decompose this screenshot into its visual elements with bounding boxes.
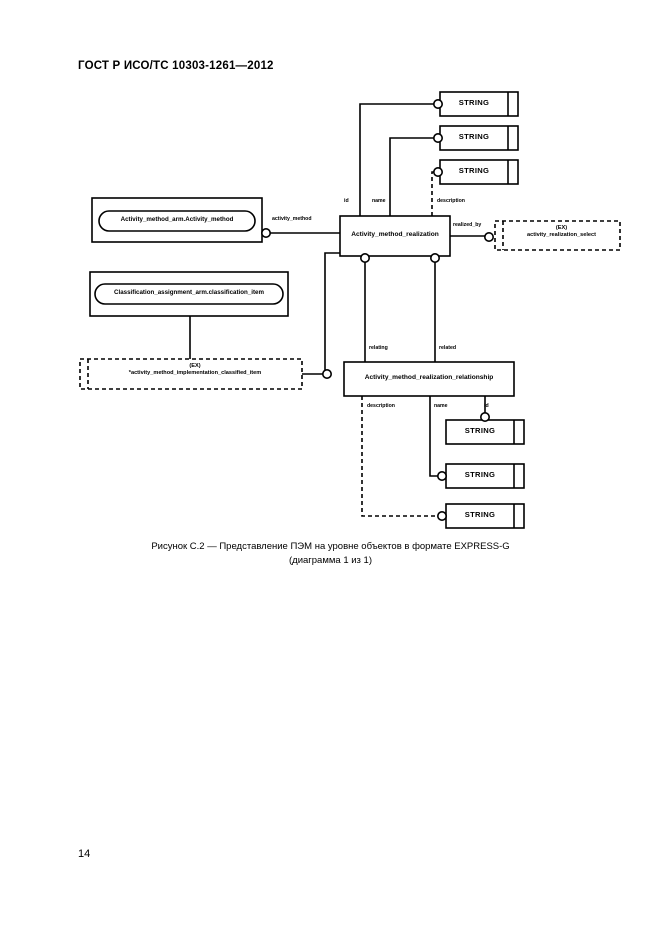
ex-tag-activity-realization-select: (EX) — [555, 225, 568, 231]
node-label-activity-method-implementation-classified-item: (EX) *activity_method_implementation_cla… — [88, 363, 302, 377]
node-label-activity-method-realization: Activity_method_realization — [351, 231, 439, 238]
document-header: ГОСТ Р ИСО/ТС 10303-1261—2012 — [78, 60, 274, 72]
node-label-string-1: STRING — [458, 98, 490, 107]
edge-label-realized-by: realized_by — [453, 222, 482, 228]
edge-id-top — [359, 99, 443, 216]
node-label-string-5: STRING — [464, 470, 496, 479]
node-label-string-2: STRING — [458, 132, 490, 141]
edge-relating — [359, 253, 370, 362]
edge-label-description-bottom: description — [367, 403, 395, 409]
figure-caption-line1: Рисунок С.2 — Представление ПЭМ на уровн… — [151, 541, 510, 552]
node-activity-method-arm-inner — [98, 210, 256, 232]
edge-label-id-top: id — [344, 198, 349, 204]
node-activity-realization-select — [494, 220, 621, 251]
ex-tag-classified-item: (EX) — [189, 363, 201, 369]
ex-name-activity-realization-select: activity_realization_select — [526, 232, 597, 238]
node-label-activity-method-arm: Activity_method_arm.Activity_method — [120, 216, 234, 223]
node-activity-method-realization — [339, 215, 451, 257]
edge-description-top — [431, 171, 436, 216]
node-label-string-3: STRING — [458, 166, 490, 175]
node-label-activity-realization-select: (EX) activity_realization_select — [503, 225, 620, 239]
edge-label-id-bottom: id — [484, 403, 489, 409]
edge-name-top — [389, 133, 443, 216]
ex-name-classified-item: *activity_method_implementation_classifi… — [128, 370, 262, 376]
edge-related — [429, 253, 440, 362]
node-string-1 — [439, 91, 519, 117]
edge-realized-by — [450, 232, 494, 243]
edge-description-top-endpoint — [432, 167, 443, 178]
express-g-diagram: Activity_method_arm.Activity_method Clas… — [79, 91, 621, 529]
node-activity-method-implementation-classified-item — [79, 358, 303, 390]
edge-label-relating: relating — [369, 345, 388, 351]
edge-activity-method — [260, 228, 340, 239]
edge-description-bottom-endpoint — [436, 510, 447, 521]
node-label-string-6: STRING — [464, 510, 496, 519]
figure-caption-line2: (диаграмма 1 из 1) — [289, 555, 372, 566]
edge-description-bottom — [361, 396, 442, 517]
edge-label-related: related — [439, 345, 457, 351]
edge-id-bottom — [479, 396, 490, 422]
edge-label-name-bottom: name — [434, 403, 448, 409]
edge-name-bottom — [429, 396, 447, 481]
node-label-activity-method-realization-relationship: Activity_method_realization_relationship — [364, 374, 494, 381]
node-label-classification-item: Classification_assignment_arm.classifica… — [114, 289, 264, 296]
diagram-canvas — [79, 91, 621, 529]
page-number: 14 — [78, 848, 91, 860]
edge-label-description-top: description — [437, 198, 465, 204]
edge-label-activity-method: activity_method — [272, 216, 312, 222]
node-classification-item-inner — [94, 283, 284, 305]
edge-classified-item-to-realization — [302, 252, 340, 379]
node-activity-method-realization-relationship — [343, 361, 515, 397]
node-string-6 — [445, 503, 525, 529]
node-label-string-4: STRING — [464, 426, 496, 435]
figure-caption: Рисунок С.2 — Представление ПЭМ на уровн… — [0, 540, 661, 568]
edge-label-name-top: name — [372, 198, 386, 204]
